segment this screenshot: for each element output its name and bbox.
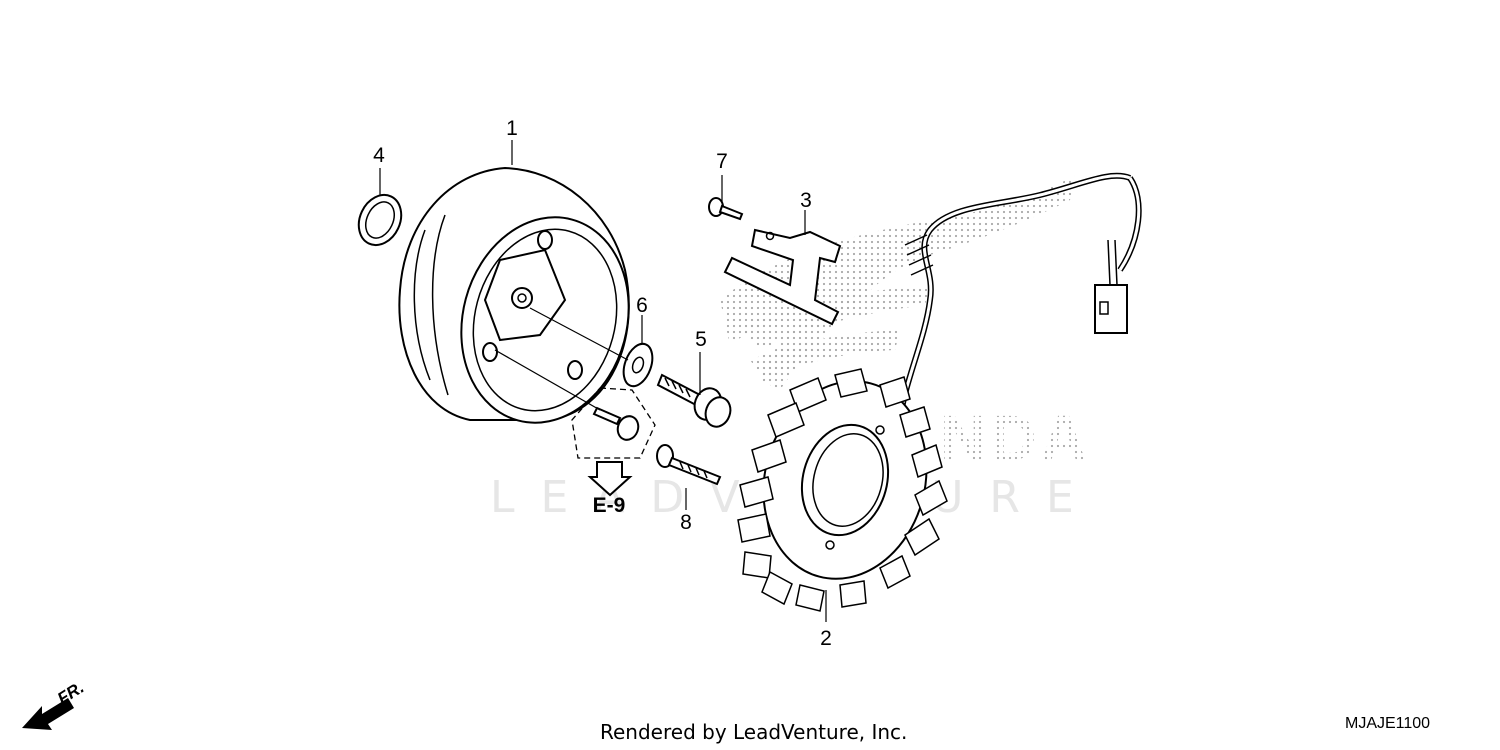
part-7-screw (708, 197, 744, 221)
front-direction-indicator: FR. (22, 678, 87, 730)
part-5-bolt (656, 373, 732, 428)
part-1-flywheel (398, 166, 630, 424)
part-2-stator (737, 172, 1142, 612)
callout-3[interactable]: 3 (800, 189, 812, 212)
callout-6[interactable]: 6 (636, 294, 648, 317)
callout-1[interactable]: 1 (506, 117, 518, 140)
leader-lines (379, 140, 827, 622)
callout-8[interactable]: 8 (680, 511, 692, 534)
part-4-oring (357, 193, 403, 247)
part-6-washer (622, 342, 654, 388)
credit-text: Rendered by LeadVenture, Inc. (600, 720, 907, 744)
diagram-code: MJAJE1100 (1345, 715, 1430, 732)
callout-2[interactable]: 2 (820, 627, 832, 650)
callout-7[interactable]: 7 (716, 150, 728, 173)
reference-box (571, 387, 656, 497)
callout-4[interactable]: 4 (373, 144, 385, 167)
reference-label[interactable]: E-9 (593, 494, 626, 517)
part-8-bolt (656, 444, 722, 486)
callout-5[interactable]: 5 (695, 328, 707, 351)
part-3-bracket (723, 228, 842, 326)
svg-text:NDA: NDA (940, 402, 1091, 474)
